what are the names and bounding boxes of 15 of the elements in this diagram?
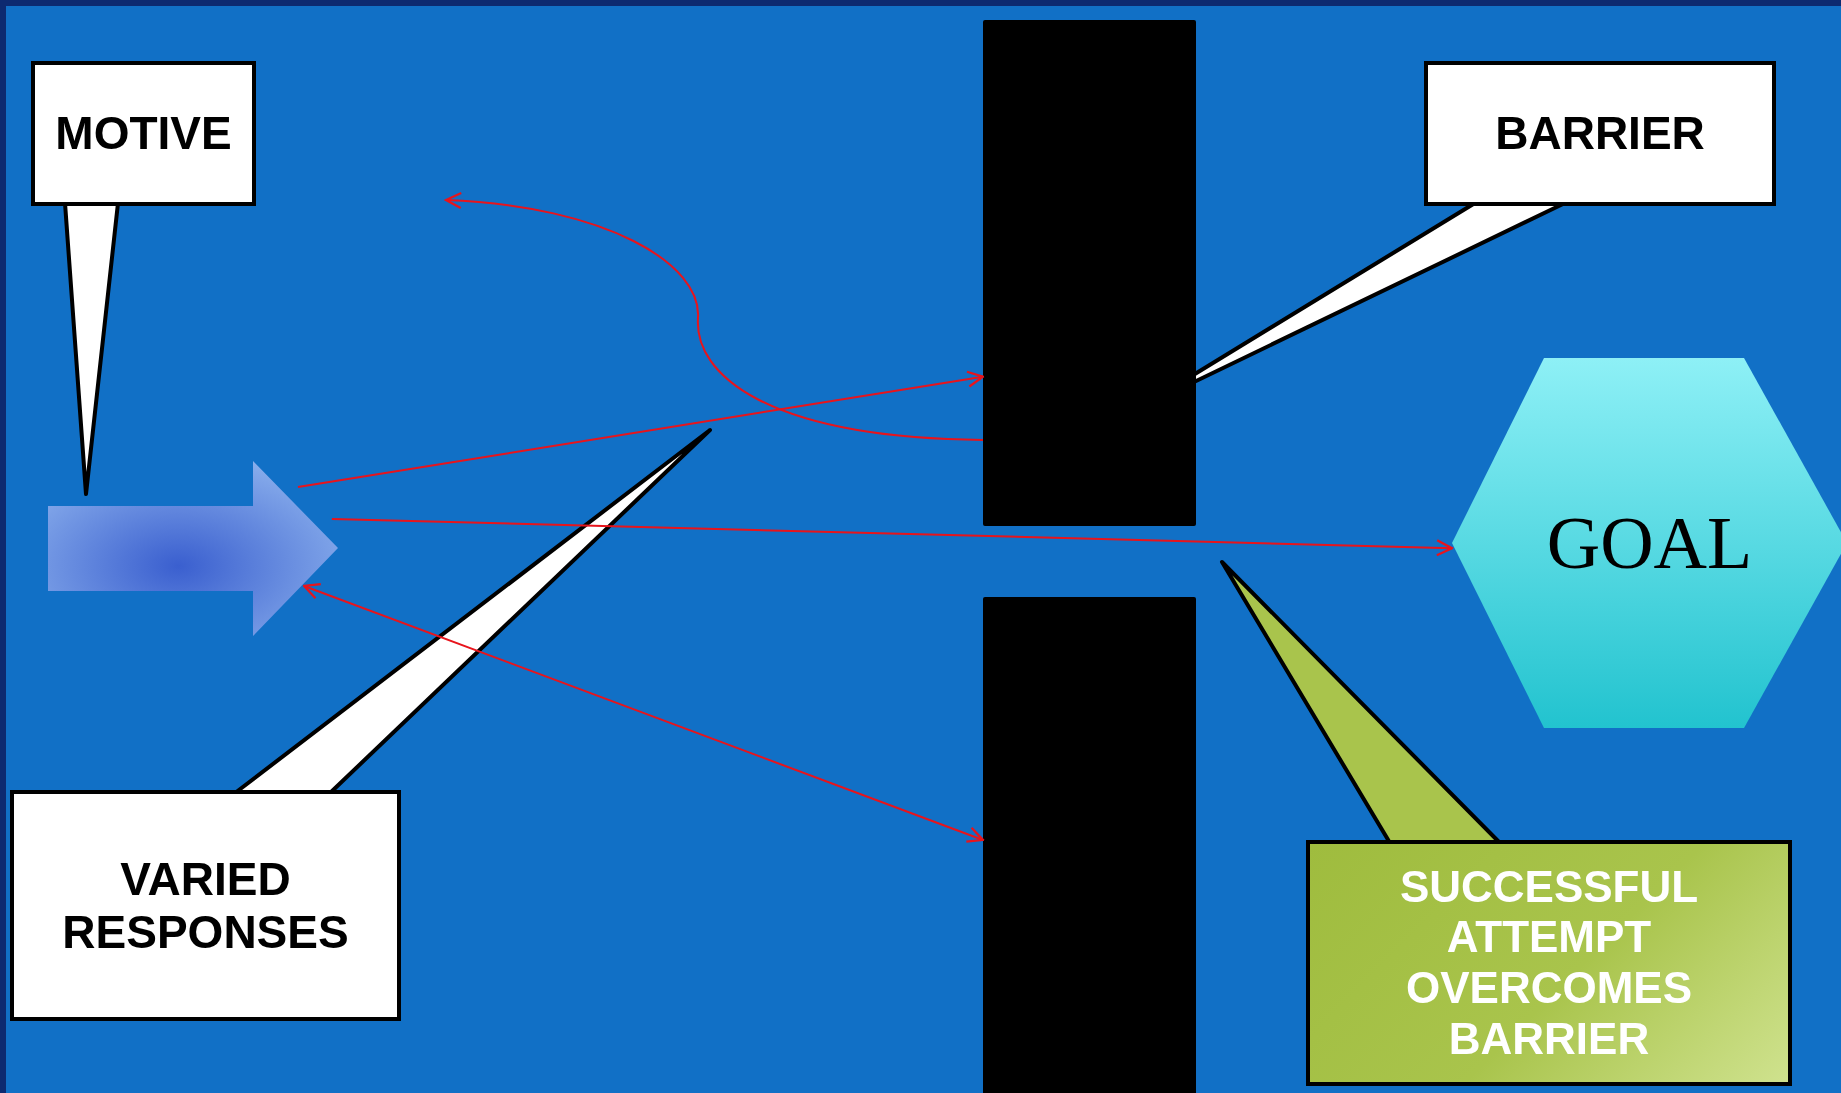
barrier-bar: [983, 597, 1196, 1093]
arrow: [302, 583, 985, 843]
arrow: [330, 517, 1454, 557]
goal-label: GOAL: [1546, 500, 1753, 586]
barrier-bar: [983, 20, 1196, 526]
callout-box: [1306, 840, 1792, 1086]
callout-box: [10, 790, 401, 1021]
callout-box: [1424, 61, 1776, 206]
callout-text: SUCCESSFUL ATTEMPT OVERCOMES BARRIER: [1398, 861, 1700, 1065]
arrow: [444, 192, 984, 441]
arrow: [297, 370, 985, 489]
callout-text: BARRIER: [1494, 107, 1706, 160]
callout-text: MOTIVE: [54, 107, 233, 160]
callout-box: [31, 61, 256, 206]
callout-text: VARIED RESPONSES: [61, 852, 350, 959]
